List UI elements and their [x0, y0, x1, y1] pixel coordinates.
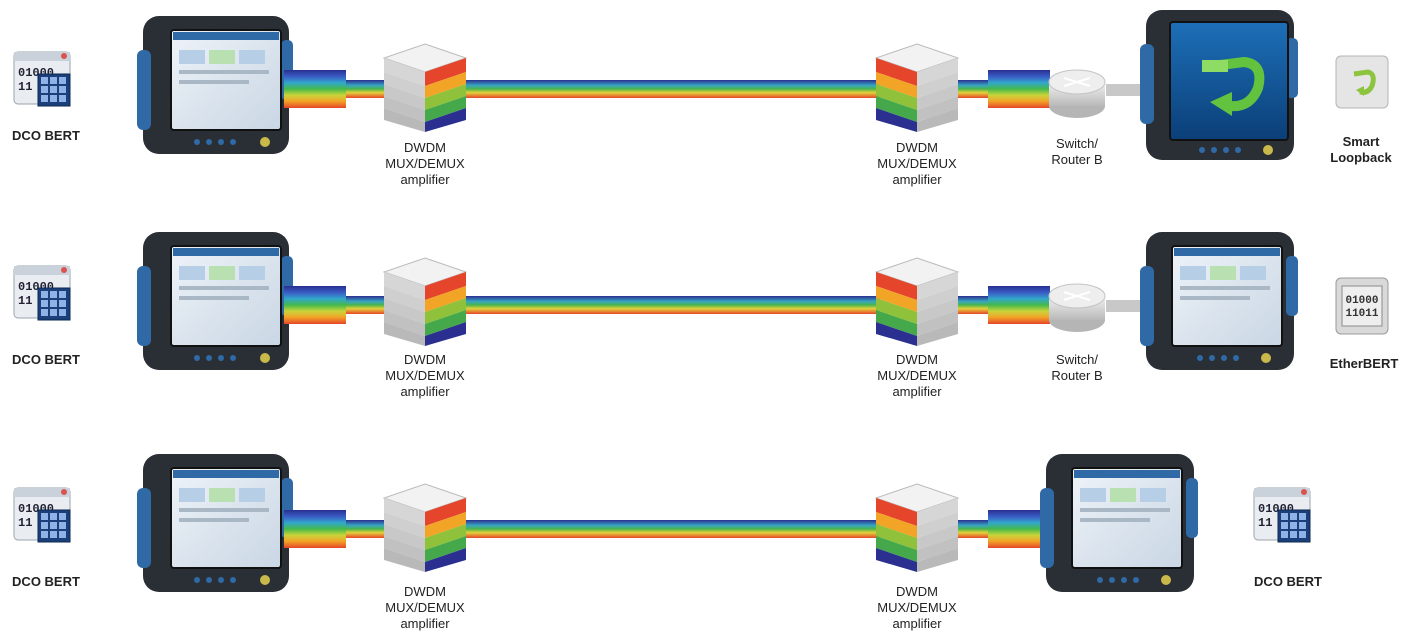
dwdm-mux-left: [382, 257, 468, 346]
fiber-bundle-right: [958, 70, 1050, 108]
test-device-right: [1140, 10, 1298, 160]
smart-loopback-icon: [1335, 55, 1389, 109]
dwdm-mux-right: [874, 483, 960, 572]
fiber-bundle-right: [958, 510, 1050, 548]
svg-text:01000: 01000: [1345, 295, 1378, 307]
fiber-bundle-left: [284, 70, 384, 108]
fiber-bundle-left: [284, 510, 384, 548]
router-label: Switch/Router B: [1051, 352, 1103, 383]
right-app-label: EtherBERT: [1329, 356, 1399, 371]
test-device-left: [137, 454, 293, 592]
fiber-span: [466, 296, 880, 314]
left-app-label: DCO BERT: [12, 128, 80, 143]
fiber-bundle-right: [958, 286, 1050, 324]
dco-bert-icon: 01000 11: [1253, 487, 1311, 543]
right-app-label: DCO BERT: [1254, 574, 1322, 589]
dco-bert-icon: 01000 11: [13, 487, 71, 543]
dwdm-mux-right: [874, 257, 960, 346]
fiber-bundle-left: [284, 286, 384, 324]
dwdm-mux-right: [874, 43, 960, 132]
dco-bert-icon: 01000 11: [13, 51, 71, 107]
dwdm-mux-left: [382, 43, 468, 132]
svg-text:11011: 11011: [1345, 308, 1378, 320]
fiber-span: [466, 80, 880, 98]
dwdm-mux-left: [382, 483, 468, 572]
svg-text:11: 11: [1258, 516, 1272, 530]
router-label: Switch/Router B: [1051, 136, 1103, 167]
etherbert-icon: 01000 11011: [1335, 277, 1389, 335]
test-device-left: [137, 232, 293, 370]
test-device-left: [137, 16, 293, 154]
svg-text:11: 11: [18, 294, 32, 308]
left-app-label: DCO BERT: [12, 352, 80, 367]
test-device-right: [1040, 454, 1198, 592]
test-device-right: [1140, 232, 1298, 370]
switch-router-icon: [1048, 283, 1106, 332]
svg-text:11: 11: [18, 516, 32, 530]
switch-router-icon: [1048, 69, 1106, 118]
left-app-label: DCO BERT: [12, 574, 80, 589]
fiber-span: [466, 520, 880, 538]
svg-text:11: 11: [18, 80, 32, 94]
dco-bert-icon: 01000 11: [13, 265, 71, 321]
